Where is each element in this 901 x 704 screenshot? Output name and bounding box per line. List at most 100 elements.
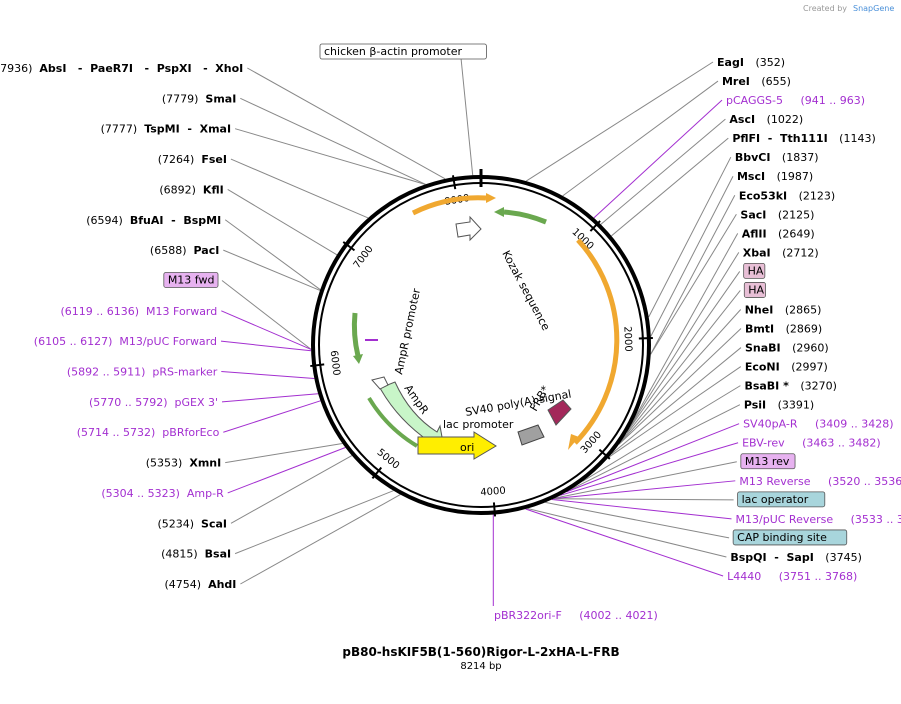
tick-label: 5000 [375,447,402,472]
leader-line [234,128,426,185]
feature-arc-cmv-enhancer [411,195,487,216]
site-ampr: (5304 .. 5323) Amp-R [101,487,224,500]
site-labels: EagI (352)MreI (655)pCAGGS-5 (941 .. 963… [0,43,901,622]
ampr-promoter-label: AmpR promoter [392,287,423,376]
tick-mark [342,241,356,252]
site-bfuai: (6594) BfuAI - BspMI [86,214,221,227]
site-nhei: NheI (2865) [745,303,822,316]
primer-label: (5770 .. 5792) pGEX 3' [89,396,218,409]
leader-line [618,328,742,445]
leader-line [221,371,315,379]
leader-line [220,340,312,352]
primer-label: pCAGGS-5 (941 .. 963) [726,94,865,107]
site-asci: AscI (1022) [729,113,803,126]
site-label: BbvCI (1837) [735,151,819,164]
site-label: BmtI (2869) [745,323,822,336]
site-saci: SacI (2125) [740,208,814,221]
tick-label: 6000 [328,350,342,377]
site-ahdi: (4754) AhdI [165,578,237,591]
snapgene-logo-text: SnapGene [853,4,894,13]
site-pbr322: pBR322ori-F (4002 .. 4021) [494,609,658,622]
site-label: MreI (655) [722,75,791,88]
primer-label: L4440 (3751 .. 3768) [727,570,857,583]
site-cba: chicken β-actin promoter [319,43,487,60]
arrowhead-kif5b [568,434,579,450]
tick-mark [589,220,601,232]
site-pflfi: PflFI - Tth111I (1143) [732,132,875,145]
site-psii: PsiI (3391) [744,399,814,412]
site-ha2: HA [743,282,766,298]
primer-label: M13/pUC Reverse (3533 .. 3555) [736,513,901,526]
site-leader-lines [220,57,742,606]
ori-label: ori [460,441,474,454]
tick-mark [598,448,611,460]
tick-mark [371,466,383,480]
site-label: BsaBI * (3270) [744,380,836,393]
leader-line [593,99,723,219]
site-fsei: (7264) FseI [158,153,227,166]
leader-line [562,80,719,197]
leader-line [230,158,369,219]
label-box-text: M13 fwd [168,273,215,286]
site-label: EcoNI (2997) [745,361,828,374]
leader-line [554,461,737,499]
site-eco53ki: Eco53kI (2123) [739,189,835,202]
leader-line [234,490,394,555]
label-box [743,282,766,298]
site-label: (7779) SmaI [162,92,236,105]
site-m13forward: (6119 .. 6136) M13 Forward [60,305,217,318]
leader-line [221,310,312,350]
leader-line [650,195,736,355]
plasmid-title: pB80-hsKIF5B(1-560)Rigor-L-2xHA-L-FRB [342,645,619,659]
site-pgex3: (5770 .. 5792) pGEX 3' [89,396,218,409]
site-mrei: MreI (655) [722,75,791,88]
site-m13pucfwd: (6105 .. 6127) M13/pUC Forward [34,335,217,348]
site-label: (7264) FseI [158,153,227,166]
site-label: (6594) BfuAI - BspMI [86,214,221,227]
site-xbai: XbaI (2712) [743,246,819,259]
site-paci: (6588) PacI [150,244,219,257]
primer-label: EBV-rev (3463 .. 3482) [742,437,881,450]
arrowhead-left-green [353,354,363,364]
label-box-text: CAP binding site [737,531,827,544]
site-l4440: L4440 (3751 .. 3768) [727,570,857,583]
site-label: (5353) XmnI [146,457,221,470]
site-label: (4754) AhdI [165,578,237,591]
primer-label: M13 Reverse (3520 .. 3536) [739,475,901,488]
site-tspmi: (7777) TspMI - XmaI [101,123,231,136]
site-label: XbaI (2712) [743,246,819,259]
site-bsabi: BsaBI * (3270) [744,380,836,393]
leader-line [629,252,740,428]
leader-line [221,280,312,350]
site-m13fwd: M13 fwd [163,272,219,288]
site-pbrforeco: (5714 .. 5732) pBRforEco [77,426,220,439]
site-bmti: BmtI (2869) [745,323,822,336]
leader-line [626,271,741,433]
leader-line [553,498,734,501]
site-xmni: (5353) XmnI [146,457,221,470]
site-prsmarker: (5892 .. 5911) pRS-marker [67,366,218,379]
leader-line [545,501,730,539]
leader-line [223,400,321,433]
leader-line [525,508,724,577]
site-lacop: lac operator [737,491,826,508]
site-scai: (5234) ScaI [157,517,227,530]
site-label: (6588) PacI [150,244,219,257]
primer-label: (6105 .. 6127) M13/pUC Forward [34,335,217,348]
label-box [737,491,826,508]
leader-line [240,97,426,185]
site-cap: CAP binding site [732,529,848,546]
site-label: (4815) BsaI [161,548,231,561]
site-kfli: (6892) KflI [159,183,223,196]
leader-line [633,233,739,421]
credit-text: Created by [803,4,847,13]
site-ha1: HA [743,263,766,279]
lac-promoter-label: lac promoter [443,418,514,431]
site-label: (7777) TspMI - XmaI [101,123,231,136]
label-box [319,43,487,60]
site-m13reverse: M13 Reverse (3520 .. 3536) [739,475,901,488]
leader-line [648,156,732,318]
tick-label: 7000 [352,244,376,271]
site-label: Eco53kI (2123) [739,189,835,202]
site-msci: MscI (1987) [737,170,813,183]
